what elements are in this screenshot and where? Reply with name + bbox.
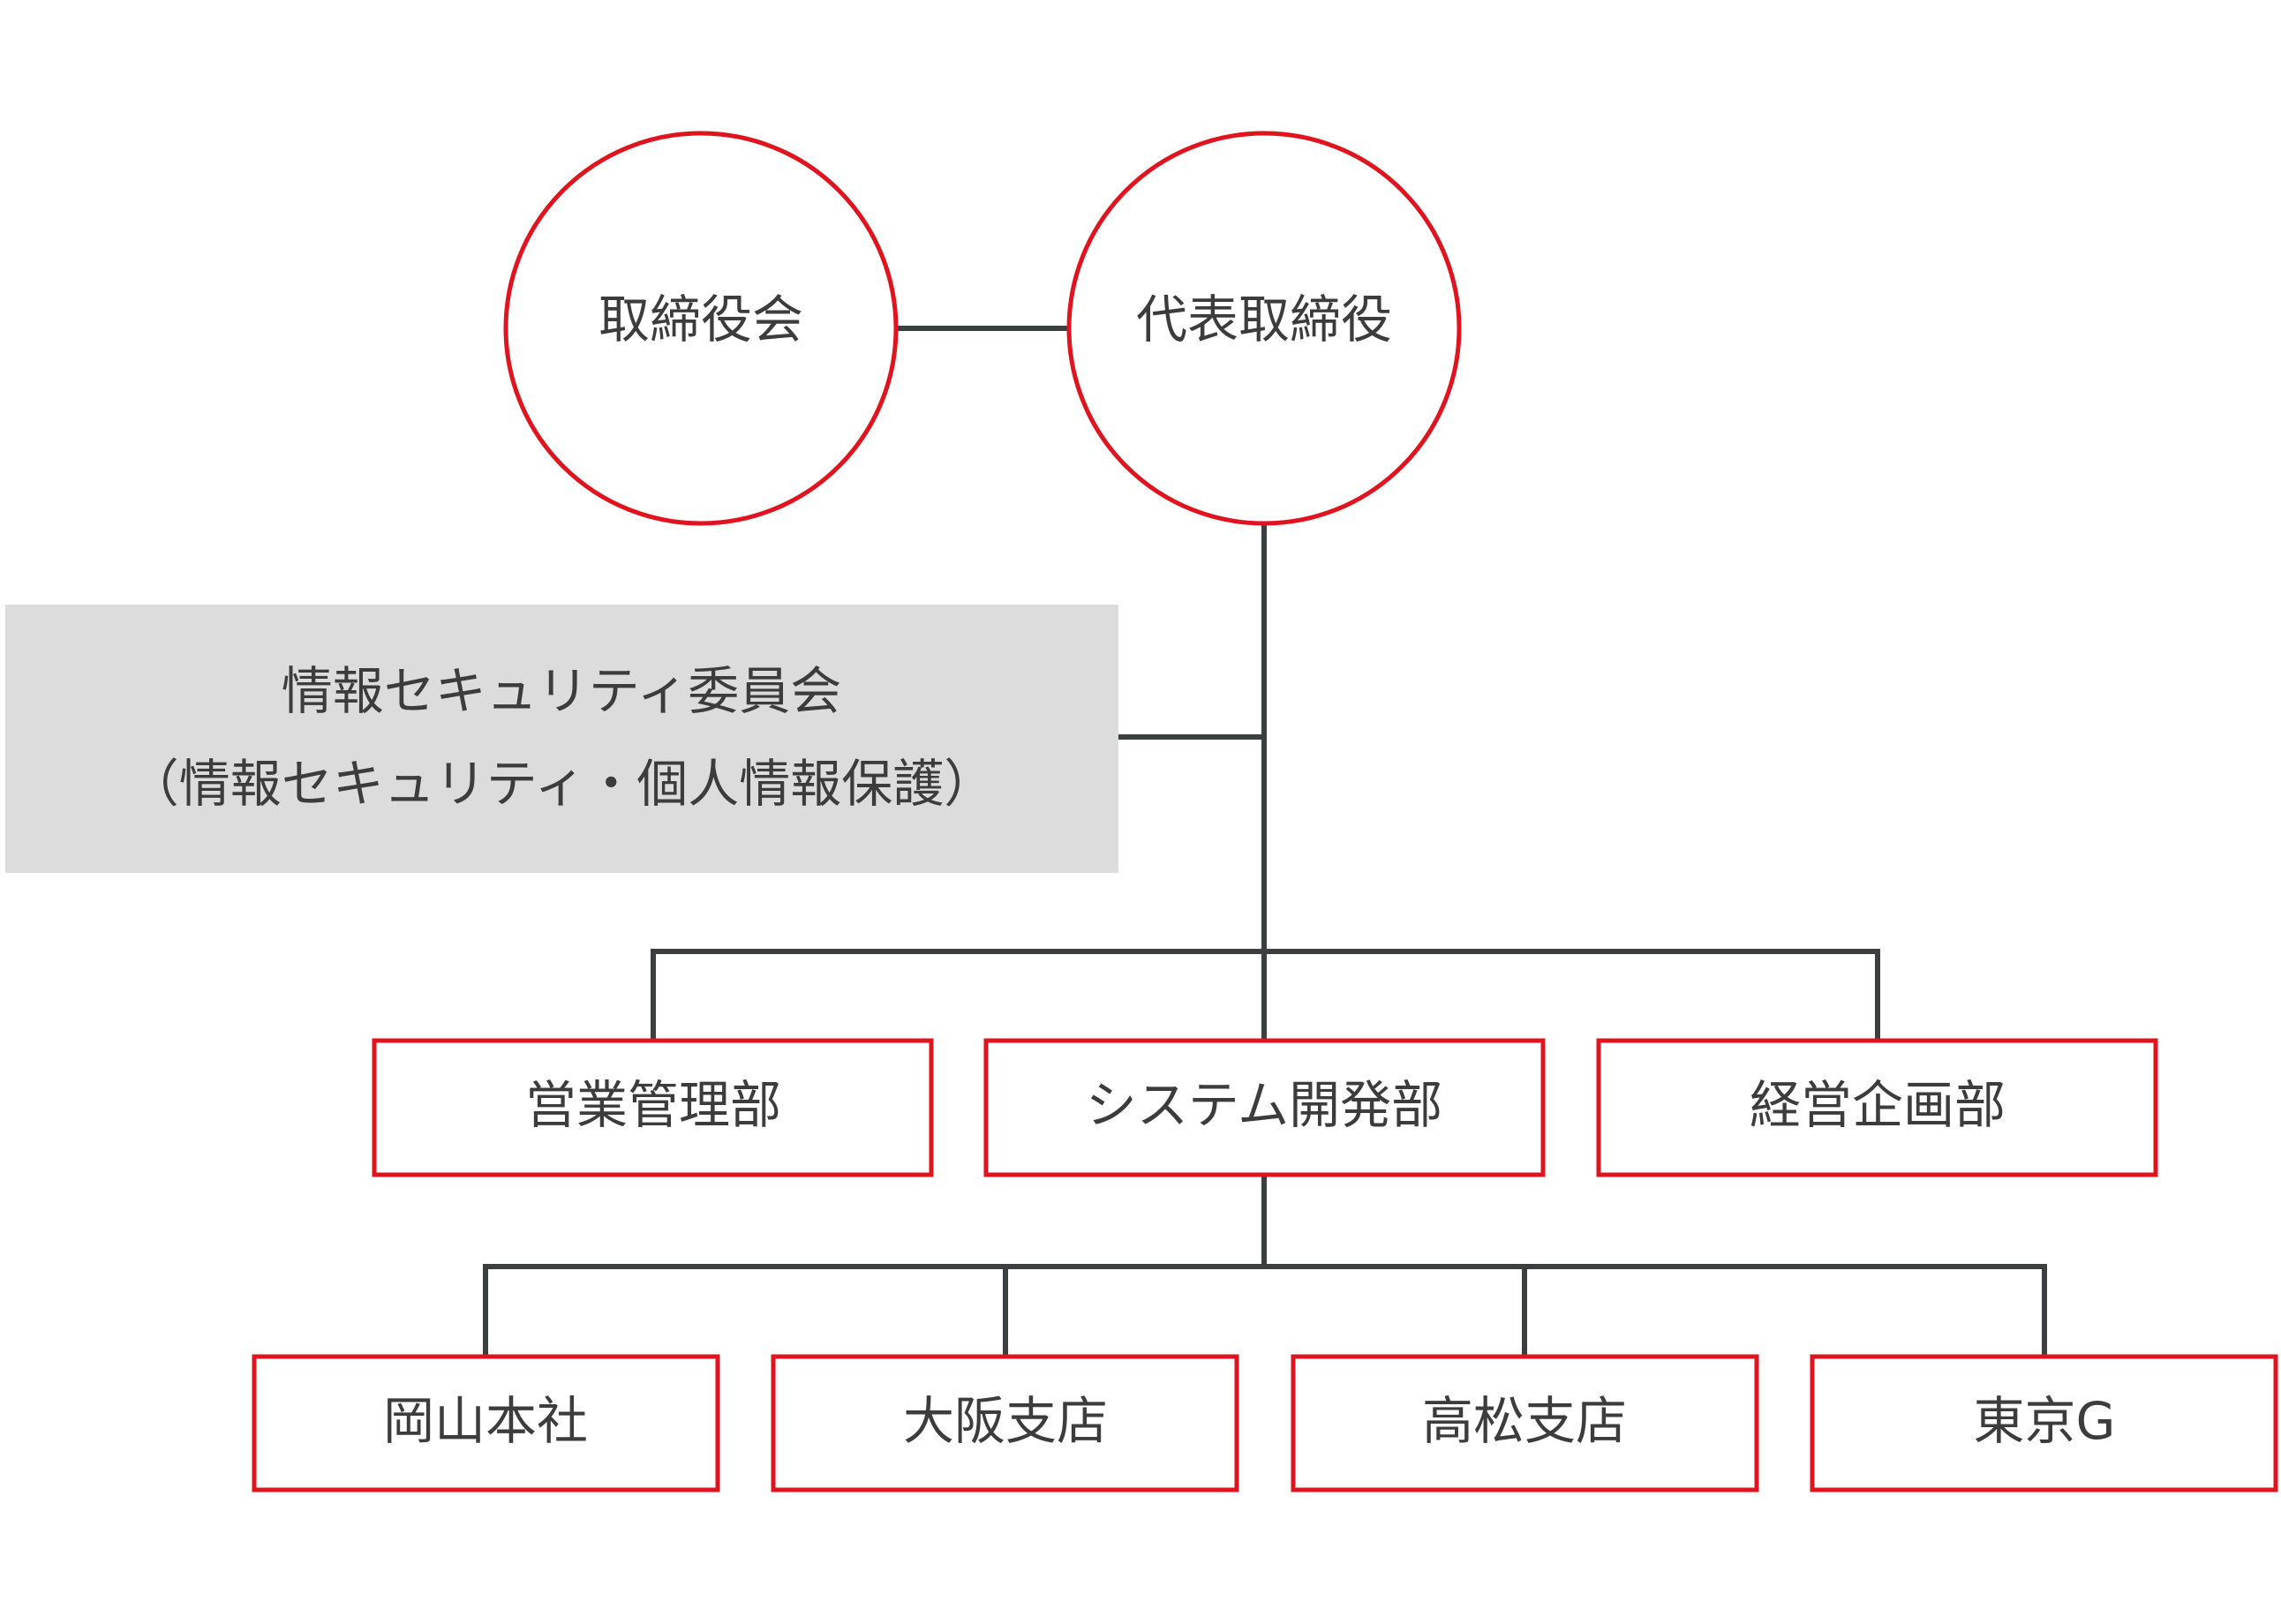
board-node: 取締役会 — [503, 131, 899, 526]
department-box — [983, 1038, 1546, 1177]
department-label: 営業管理部 — [525, 1075, 781, 1135]
branch-box — [1810, 1354, 2278, 1492]
department-label: システム開発部 — [1086, 1075, 1442, 1135]
branch-box — [771, 1354, 1239, 1492]
department-node: 経営企画部 — [1596, 1038, 2158, 1177]
connector-lines — [483, 326, 2047, 1355]
branch-node: 大阪支店 — [771, 1354, 1239, 1492]
department-label: 経営企画部 — [1750, 1075, 2006, 1135]
branch-box — [1291, 1354, 1759, 1492]
security-committee-node: 情報セキュリティ委員会 （情報セキュリティ・個人情報保護） — [5, 605, 1118, 873]
board-circle — [503, 131, 899, 526]
branch-row: 岡山本社 大阪支店 高松支店 東京G — [252, 1354, 2278, 1492]
department-box — [1596, 1038, 2158, 1177]
president-circle — [1066, 131, 1462, 526]
security-committee-subtitle: （情報セキュリティ・個人情報保護） — [128, 754, 996, 814]
board-label: 取締役会 — [598, 289, 803, 350]
department-row: 営業管理部 システム開発部 経営企画部 — [372, 1038, 2158, 1177]
department-box — [372, 1038, 934, 1177]
branch-label: 大阪支店 — [903, 1391, 1108, 1451]
department-node: 営業管理部 — [372, 1038, 934, 1177]
branch-label: 東京G — [1974, 1391, 2116, 1451]
branch-label: 岡山本社 — [383, 1391, 588, 1451]
security-committee-box — [5, 605, 1118, 873]
security-committee-title: 情報セキュリティ委員会 — [282, 661, 842, 721]
department-branch-line — [651, 949, 1880, 1039]
branch-node: 高松支店 — [1291, 1354, 1759, 1492]
president-node: 代表取締役 — [1066, 131, 1462, 526]
branch-node: 岡山本社 — [252, 1354, 720, 1492]
department-node: システム開発部 — [983, 1038, 1546, 1177]
branch-label: 高松支店 — [1422, 1391, 1627, 1451]
branch-node: 東京G — [1810, 1354, 2278, 1492]
branch-box — [252, 1354, 720, 1492]
president-label: 代表取締役 — [1136, 289, 1392, 350]
branch-office-line — [483, 1264, 2047, 1355]
